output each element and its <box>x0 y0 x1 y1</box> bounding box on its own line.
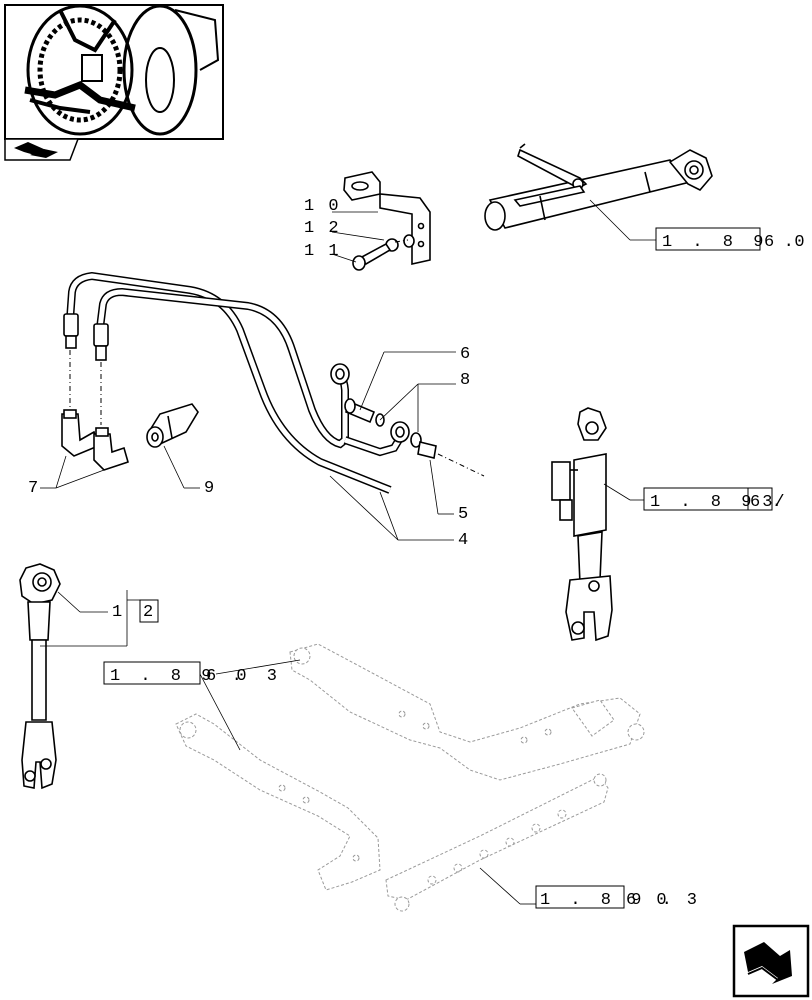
ref-left[interactable]: 1 . 8 9 . <box>110 667 247 686</box>
callout-10: 1 0 <box>304 197 341 216</box>
callout-1: 1 <box>112 603 124 622</box>
callout-2[interactable]: 2 <box>143 603 155 622</box>
elbow-fittings <box>61 409 129 471</box>
top-link-cylinder-right <box>551 407 613 642</box>
top-link-rod-left <box>19 563 61 790</box>
leader-bottom-ref <box>479 867 521 905</box>
tractor-thumbnail[interactable] <box>4 4 224 140</box>
callout-12: 1 2 <box>304 219 341 238</box>
callout-lines-bracket <box>331 211 385 263</box>
ref-box-bottom[interactable] <box>535 885 625 909</box>
callout-11: 1 1 <box>304 242 341 261</box>
hydraulic-pipes <box>63 271 410 494</box>
callout-2-box[interactable] <box>139 599 159 623</box>
callout-7: 7 <box>28 479 40 498</box>
callout-lines-pipes <box>40 351 456 541</box>
ref-bottom[interactable]: 1 . 8 9 . <box>540 891 677 910</box>
next-page-arrow-icon[interactable] <box>732 924 810 998</box>
callout-lines-rod <box>40 590 140 647</box>
ref-mid-right-tail: 63/ <box>750 493 787 512</box>
callout-9: 9 <box>204 479 216 498</box>
ref-bottom-tail: 6 0 3 <box>626 891 702 910</box>
leader-top-right <box>589 199 631 241</box>
ref-top-right-tail: 6 0 <box>764 233 810 252</box>
book-icon[interactable] <box>4 138 80 161</box>
banjo-bolts-and-seals <box>344 398 485 477</box>
bracket-part <box>343 171 431 271</box>
callout-8: 8 <box>460 371 472 390</box>
ref-box-top-right[interactable] <box>655 227 761 251</box>
top-link-cylinder-top <box>484 143 713 231</box>
lower-linkage-ghost <box>175 643 645 912</box>
callout-5: 5 <box>458 505 470 524</box>
quick-coupler <box>146 403 199 448</box>
ref-mid-right[interactable]: 1 . 8 9 . <box>650 493 787 512</box>
callout-4: 4 <box>458 531 470 550</box>
ref-left-tail: 6 0 3 <box>206 667 282 686</box>
ref-box-left[interactable] <box>103 661 201 685</box>
leader-left-ref <box>199 673 241 751</box>
ref-top-right[interactable]: 1 . 8 9 . <box>662 233 799 252</box>
callout-6: 6 <box>460 345 472 364</box>
